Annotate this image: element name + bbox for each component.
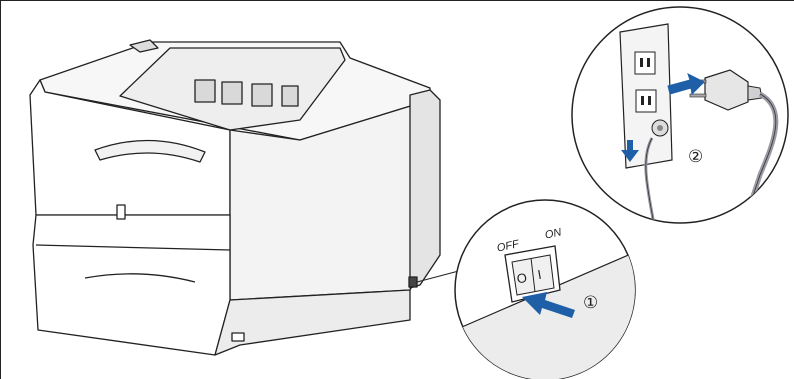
power-switch-callout: O I OFF ON ① [455,200,640,379]
step-2-marker: ② [688,147,703,166]
callout-leader-outlet [430,80,578,100]
outlet-socket-upper [635,52,655,74]
cassette-label [232,333,244,341]
printer-base-side [215,290,410,355]
printer-rear-edge [410,90,440,288]
paper-cassette [33,215,230,355]
outlet-socket-lower [636,90,656,112]
printer-illustration [30,40,440,355]
printer-power-switch-spot [409,277,417,287]
front-logo-mark [117,205,125,219]
wall-outlet-callout: ② [572,7,788,240]
step-1-marker: ① [583,293,598,312]
